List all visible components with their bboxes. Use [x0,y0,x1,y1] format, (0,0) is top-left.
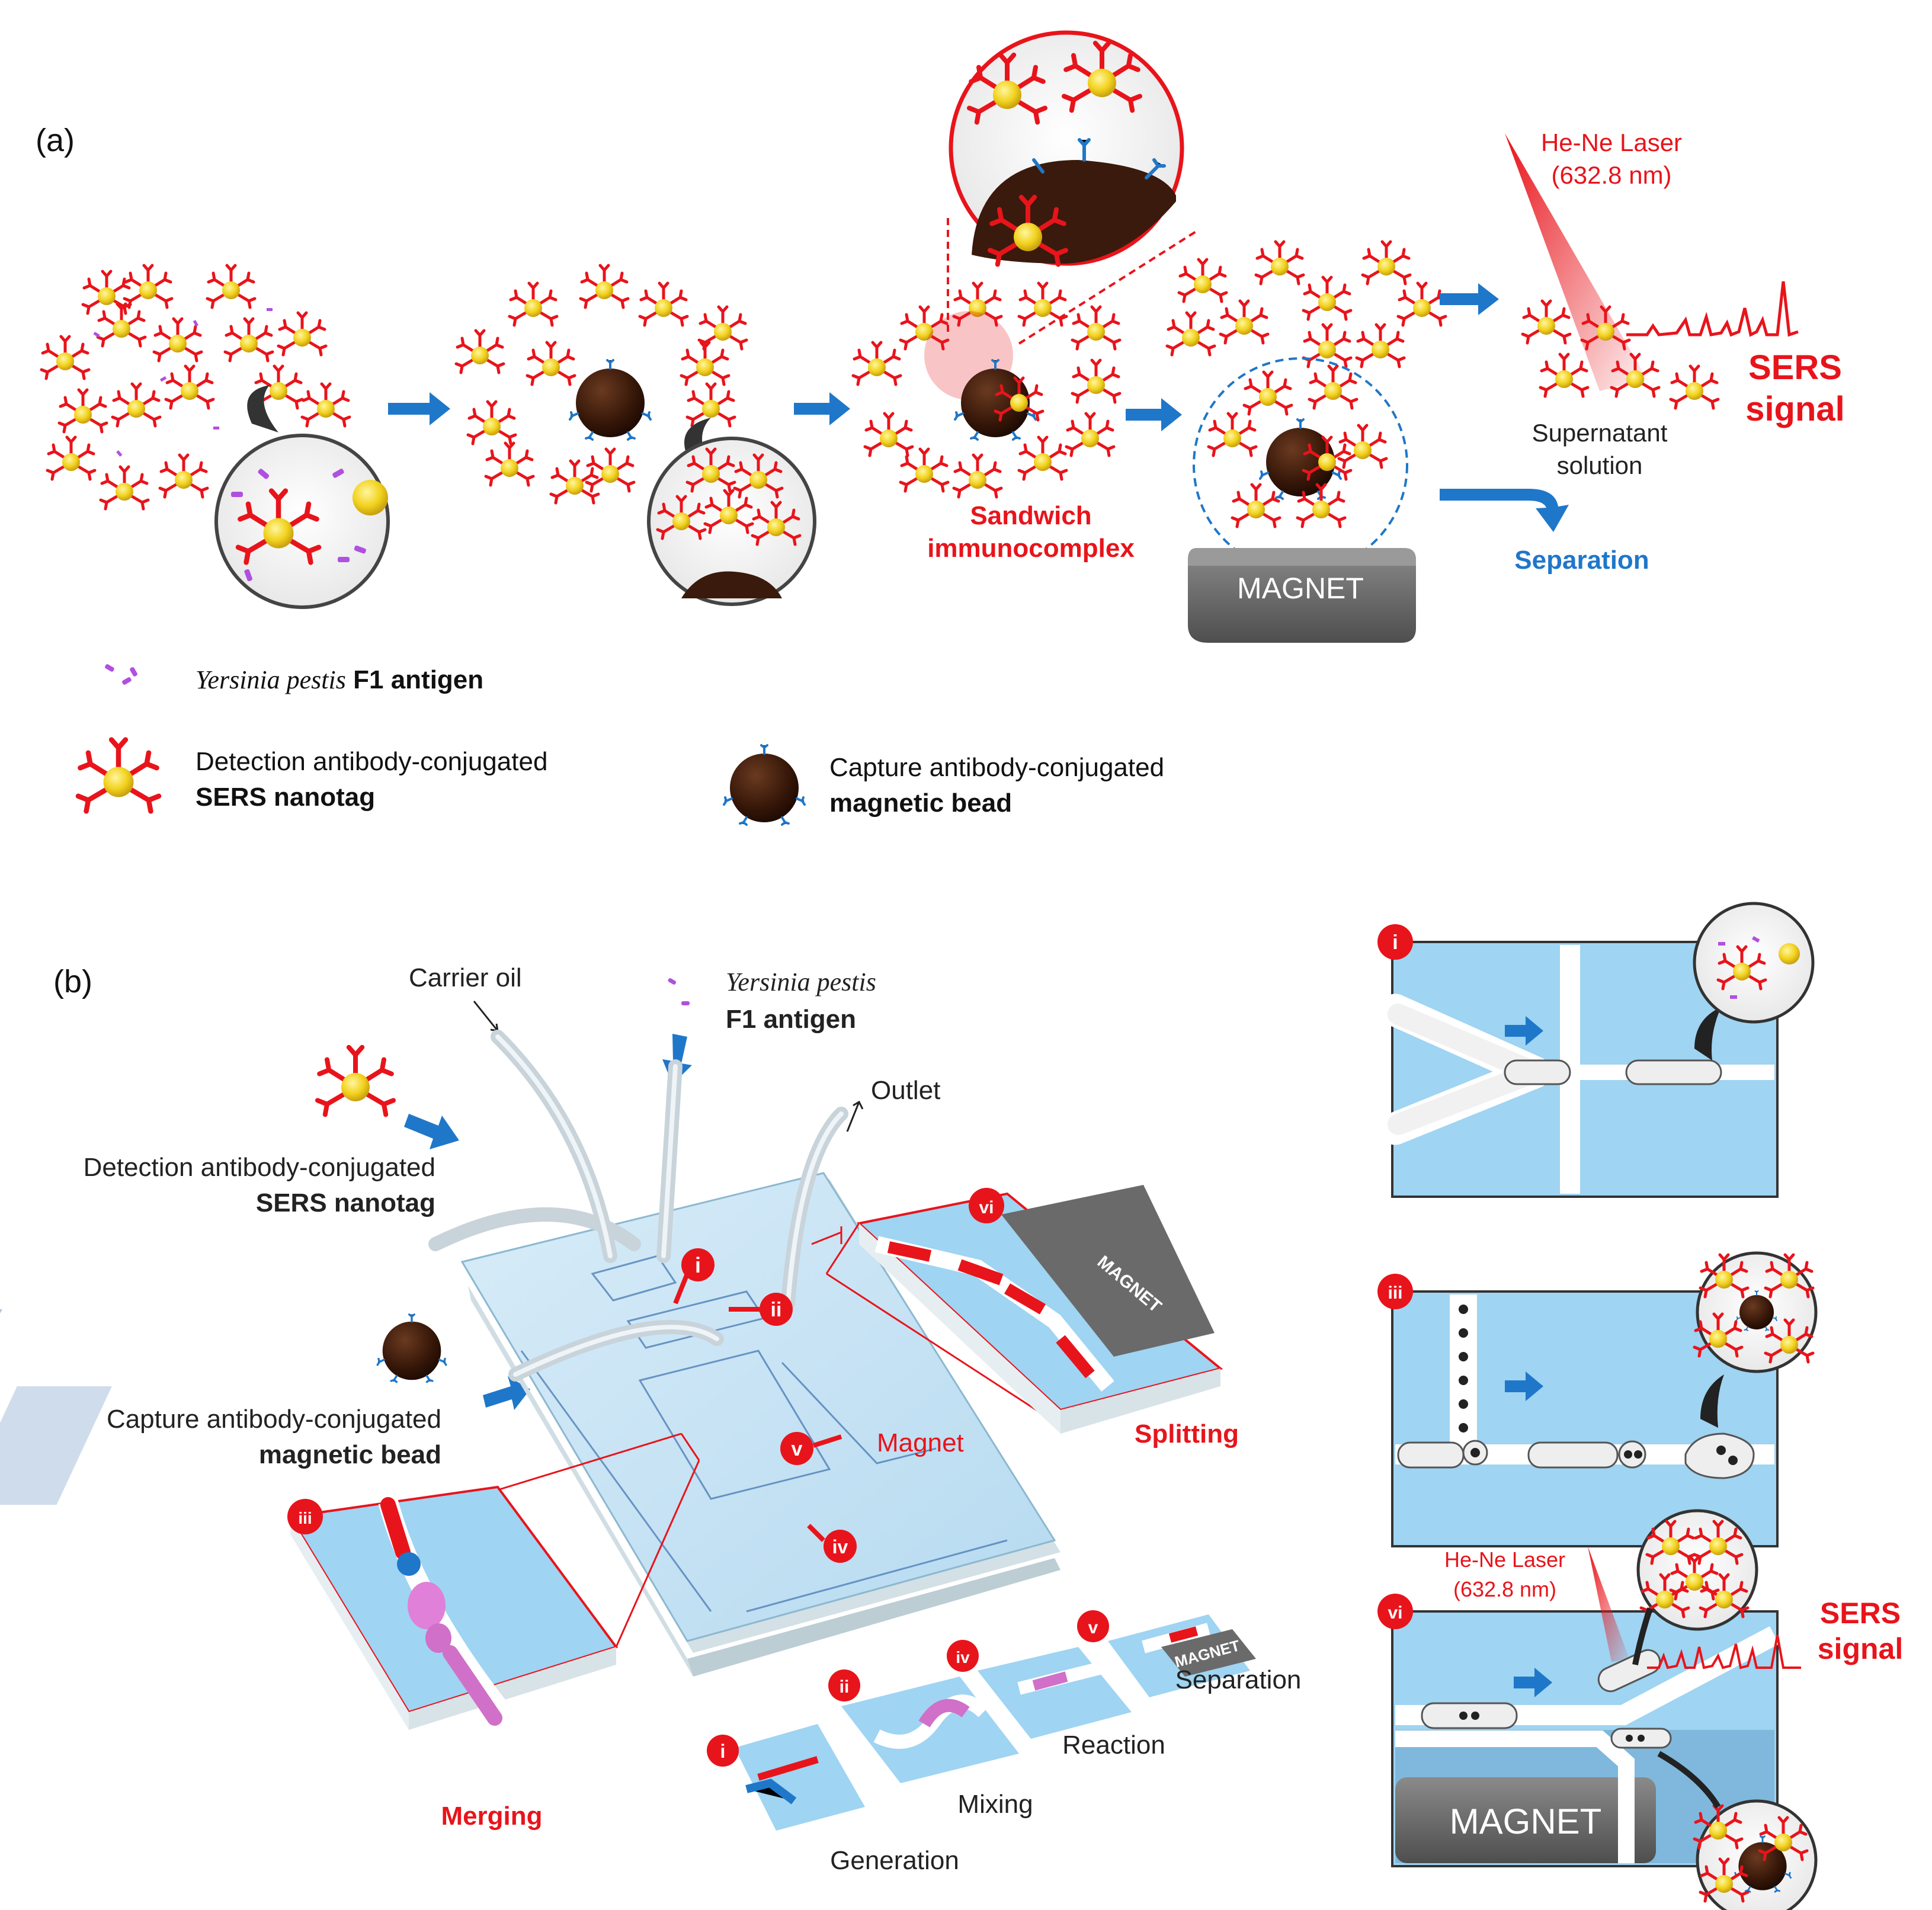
arrow-a4 [1440,283,1499,315]
legend-antigen-label: Yersinia pestis F1 antigen [196,665,483,694]
svg-text:ii: ii [840,1677,850,1697]
b-bead-arrow [483,1376,530,1410]
inset-vi-sers-2: signal [1818,1632,1903,1665]
legend-bead-l1: Capture antibody-conjugated [829,753,1164,782]
magnet-block-a [1188,548,1416,643]
arrow-a2 [794,392,850,425]
merging-label: Merging [441,1802,542,1831]
b-antigen-icon [668,978,690,1005]
panel-b-label: (b) [53,964,92,999]
b-nanotag-arrow [404,1114,459,1149]
inset-vi-laser-1: He-Ne Laser [1444,1547,1565,1572]
separation-label-a: Separation [1514,546,1649,575]
step4-cluster [1167,242,1446,573]
b-bead-l2: magnetic bead [259,1440,441,1469]
svg-text:v: v [792,1438,803,1460]
step2-zoom-circle [647,418,816,606]
b-nanotag-l2: SERS nanotag [256,1188,435,1217]
legend-bead-l2: magnetic bead [829,789,1012,818]
legend-bead-icon [723,744,806,826]
step3-cluster [853,213,1198,497]
splitting-label: Splitting [1135,1419,1239,1448]
b-antigen-italic: Yersinia pestis [726,967,876,996]
stage-reaction: Reaction [1062,1730,1165,1760]
outlet-pointer [846,1100,864,1132]
svg-text:iii: iii [298,1509,312,1527]
outlet-label: Outlet [871,1076,940,1105]
svg-text:i: i [720,1741,726,1762]
legend-antigen-bold: F1 antigen [346,665,483,694]
carrier-oil-pointer [473,1001,499,1032]
b-nanotag-icon [318,1047,393,1115]
inset-i: i [1377,902,1815,1198]
stage-blocks: MAGNET i ii iv v [707,1610,1256,1831]
tubes-highlight [495,1034,844,1377]
svg-text:vi: vi [979,1198,994,1217]
arrow-separation [1440,489,1569,532]
svg-text:v: v [1088,1618,1098,1637]
splitting-inset: MAGNET vi [811,1185,1223,1434]
legend-antigen-icon [105,664,137,685]
chip-badge-iv: iv [807,1524,857,1563]
chip-magnet-label: Magnet [877,1428,964,1457]
legend-nanotag-icon [78,740,159,812]
svg-text:i: i [695,1253,701,1277]
legend-nanotag-l1: Detection antibody-conjugated [196,747,547,776]
b-bead-l1: Capture antibody-conjugated [107,1405,441,1434]
carrier-oil-label: Carrier oil [409,963,522,992]
sandwich-label-2: immunocomplex [927,534,1135,563]
svg-text:vi: vi [1388,1603,1402,1623]
panel-a-label: (a) [36,123,75,158]
inset-vi: vi [1377,1509,1818,1910]
legend-nanotag-l2: SERS nanotag [196,783,375,812]
inset-vi-sers-1: SERS [1820,1597,1901,1630]
stage-mixing: Mixing [957,1790,1033,1819]
inset-iii: iii [1377,1251,1818,1547]
svg-text:i: i [1392,931,1398,954]
laser-label-a-2: (632.8 nm) [1551,161,1671,189]
arrow-a3 [1126,398,1182,431]
merging-inset: iii [287,1432,700,1730]
svg-text:iv: iv [832,1536,848,1558]
b-antigen-bold: F1 antigen [726,1005,856,1034]
sers-label-a-2: signal [1745,390,1845,428]
b-nanotag-l1: Detection antibody-conjugated [84,1153,435,1182]
sers-spectrum-a [1626,281,1799,337]
microfluidic-chip [0,1172,1060,1677]
step1-zoom-circle [214,385,390,609]
supernatant-label-1: Supernatant [1532,419,1668,447]
stage-generation: Generation [830,1846,959,1875]
laser-label-a-1: He-Ne Laser [1541,129,1682,156]
svg-text:iv: iv [956,1648,970,1667]
chip-badge-i: i [673,1248,715,1305]
inset-vi-laser-2: (632.8 nm) [1453,1577,1556,1601]
step1-cluster [41,265,350,509]
step3-zoom-circle [949,30,1184,264]
inset-vi-magnet: MAGNET [1450,1802,1602,1841]
stage-separation: Separation [1175,1665,1302,1694]
b-bead-icon [376,1313,447,1383]
svg-text:ii: ii [771,1299,782,1321]
arrow-a1 [388,392,450,425]
chip-badge-v: v [780,1432,842,1465]
magnet-label-a: MAGNET [1237,572,1364,605]
sandwich-label-1: Sandwich [970,501,1091,530]
chip-badge-ii: ii [729,1293,793,1326]
supernatant-label-2: solution [1557,451,1643,479]
svg-text:iii: iii [1388,1283,1402,1303]
legend-antigen-italic: Yersinia pestis [196,665,346,694]
sers-label-a-1: SERS [1748,348,1842,387]
